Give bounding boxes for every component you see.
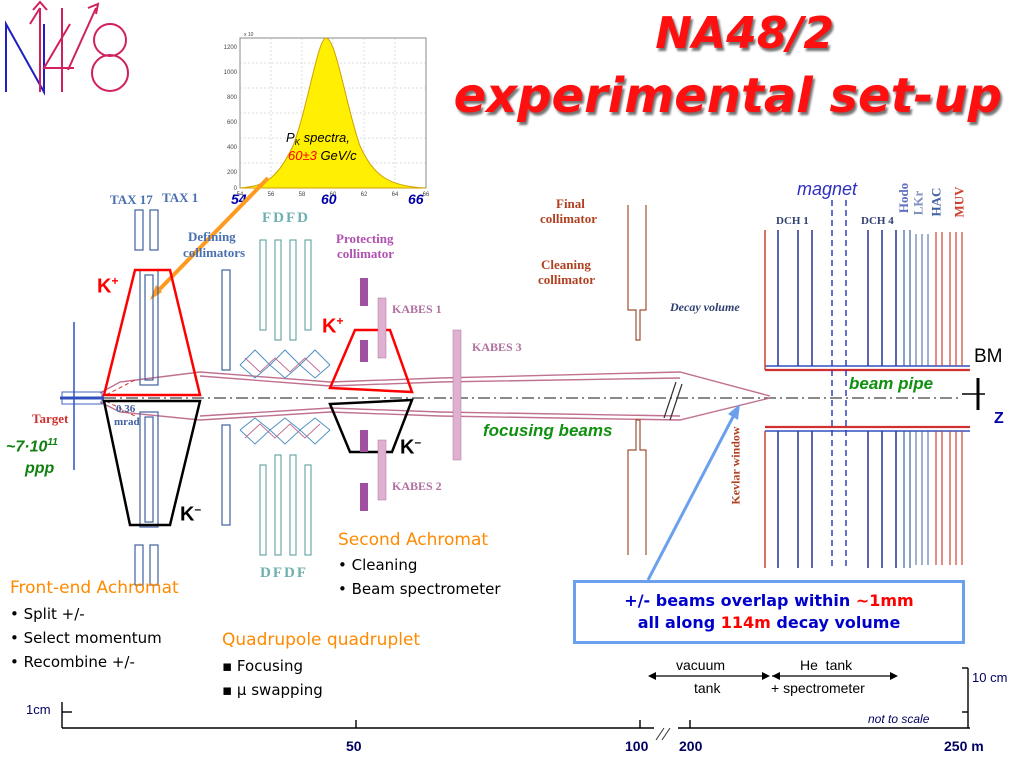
pk-label: P [286,130,295,145]
kminus-second-label: K– [400,435,422,459]
plot-bottom-label-60: 60 [321,191,337,207]
mrad-value-label: 0.36 [116,403,136,415]
final-collimator-label: collimator [540,211,598,226]
x-tick: 62 [361,192,368,198]
collimators-label: collimators [183,245,246,260]
kabes3-label: KABES 3 [472,340,522,354]
y-tick: 200 [227,170,238,176]
dch1-label: DCH 1 [776,215,809,227]
second-achromat-item: • Cleaning [338,556,418,574]
front-end-item: • Recombine +/- [10,653,135,671]
protecting-collimator-label: collimator [337,246,395,261]
front-end-list: • Split +/- • Select momentum • Recombin… [10,602,162,674]
x-tick: 56 [268,192,275,198]
cleaning-collimator-label: collimator [538,272,596,287]
kminus-front-label: K– [180,502,202,526]
x-tick: 64 [392,192,399,198]
pk-subscript: K [295,138,301,147]
decay-volume-label: Decay volume [670,300,740,314]
vacuum-tank-label-1: vacuum [676,657,726,673]
y-tick: 0 [234,186,238,192]
final-label: Final [556,196,585,211]
na48-logo [4,0,129,96]
vacuum-tank-label-2: tank [694,680,721,696]
x-tick: 58 [299,192,306,198]
title-line1: NA48/2 [655,8,834,59]
scale-tick-100: 100 [625,738,649,754]
spectrum-curve [239,37,427,189]
bm-label: BM [974,346,1003,367]
front-end-item: • Select momentum [10,629,162,647]
momentum-spectrum-plot: x 10 1200 1000 800 600 400 200 0 54 56 5… [218,26,438,204]
kabes2-label: KABES 2 [392,479,442,493]
second-achromat-item: • Beam spectrometer [338,580,501,598]
scale-tick-200: 200 [679,738,703,754]
y-tick: 400 [227,145,238,151]
dch4-label: DCH 4 [861,215,894,227]
quadruplet-item: ▪ Focusing [222,657,303,675]
y-tick: 800 [227,95,238,101]
scale-tick-50: 50 [346,738,362,754]
hac-label: HAC [928,187,944,217]
svg-text:PK spectra,: PK spectra, [286,130,350,147]
pk-caption: spectra, [300,130,350,145]
kabes1-label: KABES 1 [392,302,442,316]
svg-text:60±3 GeV/c: 60±3 GeV/c [288,148,357,163]
ten-cm-label: 10 cm [972,670,1008,685]
kplus-front-label: K+ [97,274,119,298]
beam-overlap-note: +/- beams overlap within ~1mm all along … [573,580,965,644]
z-axis-label: Z [994,410,1004,427]
x-tick: 60 [330,192,337,198]
not-to-scale-label: not to scale [868,712,930,726]
front-end-title: Front-end Achromat [10,578,179,598]
x-tick: 66 [423,192,430,198]
title-line2: experimental set-up [453,68,1002,124]
quadruplet-list: ▪ Focusing ▪ μ swapping [222,654,323,702]
second-achromat-title: Second Achromat [338,530,489,550]
target-label: Target [32,411,69,426]
lkr-label: LKr [910,190,926,216]
one-cm-label: 1cm [26,702,51,717]
muv-label: MUV [951,186,967,218]
ppp-value-label: ~7·1011 [6,437,58,456]
fdfd-label: FDFD [262,210,310,226]
magnet-label: magnet [797,179,858,199]
pk-value: 60±3 [288,148,318,163]
kevlar-window-label: Kevlar window [728,426,743,505]
focusing-beams-label: focusing beams [483,421,613,440]
cleaning-label: Cleaning [541,257,591,272]
dfdf-label: DFDF [260,565,308,581]
kplus-second-label: K+ [322,314,344,338]
plot-bottom-label-66: 66 [408,191,424,207]
y-tick: 1200 [224,45,238,51]
mrad-unit-label: mrad [114,416,140,428]
protecting-label: Protecting [336,231,394,246]
he-tank-label-2: + spectrometer [771,680,865,696]
x-tick: 54 [237,192,244,198]
y-tick: 1000 [224,70,238,76]
quadruplet-item: ▪ μ swapping [222,681,323,699]
y-exponent-label: x 10 [244,32,254,38]
pk-unit: GeV/c [317,148,357,163]
tax1-label: TAX 1 [162,190,199,205]
beam-pipe-label: beam pipe [847,374,936,394]
second-achromat-list: • Cleaning • Beam spectrometer [338,553,501,601]
ppp-unit-label: ppp [25,460,55,477]
quadruplet-title: Quadrupole quadruplet [222,630,421,650]
he-tank-label-1: He tank [800,657,853,673]
front-end-item: • Split +/- [10,605,85,623]
y-tick: 600 [227,120,238,126]
defining-label: Defining [188,229,236,244]
scale-tick-250: 250 m [944,738,984,754]
tax17-label: TAX 17 [110,192,153,207]
